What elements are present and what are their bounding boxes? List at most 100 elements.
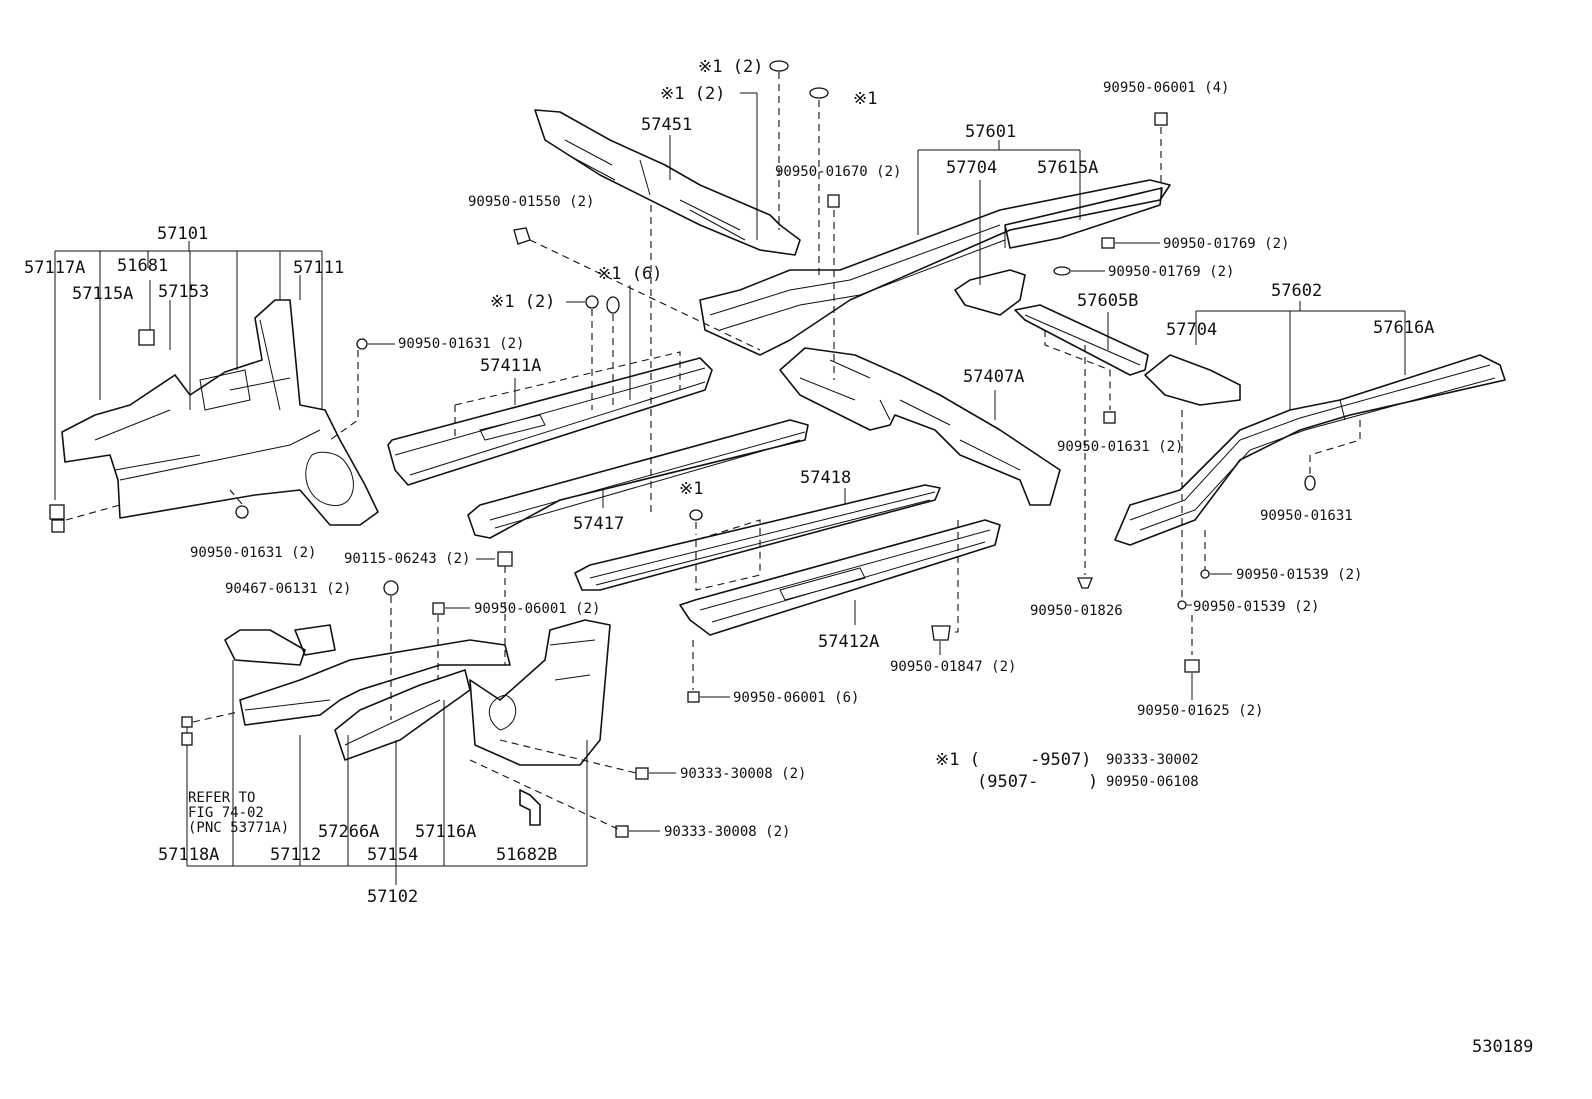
clip-51681	[138, 329, 155, 346]
plug-90950-01631-a	[356, 338, 368, 350]
label-mark-1-top: ※1	[853, 89, 877, 109]
note-row1-range: -9507)	[1030, 750, 1091, 770]
plug-90950-06001-4	[1154, 112, 1168, 126]
note-row1-part: 90333-30002	[1106, 752, 1199, 768]
bolt-90115-06243	[497, 551, 513, 567]
label-90950-01625: 90950-01625 (2)	[1137, 703, 1263, 719]
label-90950-01631-a: 90950-01631 (2)	[398, 336, 524, 352]
label-57418: 57418	[800, 468, 851, 488]
label-90467-06131: 90467-06131 (2)	[225, 581, 351, 597]
bolt-90950-01625	[1184, 659, 1200, 673]
dashed-box-57412A	[695, 519, 761, 591]
label-57605B: 57605B	[1077, 291, 1138, 311]
refer-note-line-2: FIG 74-02	[188, 805, 264, 821]
label-mark-1-2-b: ※1 (2)	[660, 84, 725, 104]
hole-plug-mark-1-mid	[689, 509, 703, 521]
label-57153: 57153	[158, 282, 209, 302]
label-57115A: 57115A	[72, 284, 133, 304]
plug-90950-01550	[513, 227, 531, 245]
bracket-57101	[54, 241, 323, 500]
hole-plug-mark-1-2-top	[769, 60, 789, 72]
part-57412A	[679, 519, 1001, 636]
part-57411A	[387, 357, 713, 486]
plug-90950-01631-c	[1103, 411, 1116, 424]
label-90950-01826: 90950-01826	[1030, 603, 1123, 619]
bracket-57102	[186, 660, 588, 885]
label-90950-01631-c: 90950-01631 (2)	[1057, 439, 1183, 455]
figure-number: 530189	[1472, 1037, 1533, 1057]
plug-90950-01769-b	[1053, 266, 1071, 276]
label-57704-b: 57704	[1166, 320, 1217, 340]
label-57266A: 57266A	[318, 822, 379, 842]
label-90950-01631-d: 90950-01631	[1260, 508, 1353, 524]
label-57411A: 57411A	[480, 356, 541, 376]
part-57418	[574, 484, 941, 591]
label-90950-01539-b: 90950-01539 (2)	[1193, 599, 1319, 615]
dashed-line-01847	[951, 520, 959, 633]
label-57118A: 57118A	[158, 845, 219, 865]
plug-90950-01670	[827, 194, 840, 208]
hole-plug-mark-1-2-c	[585, 295, 599, 309]
label-90950-01847: 90950-01847 (2)	[890, 659, 1016, 675]
note-row2-part: 90950-06108	[1106, 774, 1199, 790]
nut-90333-30008-a	[635, 767, 649, 780]
part-57102-assembly	[224, 619, 611, 766]
label-57602: 57602	[1271, 281, 1322, 301]
label-57616A: 57616A	[1373, 318, 1434, 338]
plug-90950-01847	[931, 625, 951, 641]
label-57111: 57111	[293, 258, 344, 278]
label-90333-30008-b: 90333-30008 (2)	[664, 824, 790, 840]
part-57602-assembly	[1114, 354, 1506, 546]
label-57704-a: 57704	[946, 158, 997, 178]
label-90950-06001-4: 90950-06001 (4)	[1103, 80, 1229, 96]
label-57101: 57101	[157, 224, 208, 244]
note-mark: ※1 (	[935, 750, 980, 770]
label-90950-01670: 90950-01670 (2)	[775, 164, 901, 180]
label-mark-1-2-c: ※1 (2)	[490, 292, 555, 312]
label-90950-01631-b: 90950-01631 (2)	[190, 545, 316, 561]
nut-90333-30008-b	[615, 825, 629, 838]
dashed-line-01631-a	[329, 350, 359, 441]
hole-plug-mark-1-top	[809, 87, 829, 99]
part-57101-assembly	[61, 299, 379, 526]
label-mark-1-2-top: ※1 (2)	[698, 57, 763, 77]
label-90115-06243: 90115-06243 (2)	[344, 551, 470, 567]
label-90950-01539-a: 90950-01539 (2)	[1236, 567, 1362, 583]
bolt-90950-01539-a	[1200, 569, 1210, 579]
hole-plug-mark-1-6	[606, 296, 620, 314]
clip-57118A-b	[181, 732, 193, 746]
bolt-90467-06131	[383, 580, 399, 596]
label-90950-06001-6: 90950-06001 (6)	[733, 690, 859, 706]
bolt-90950-01826	[1077, 577, 1093, 589]
label-90950-06001-2: 90950-06001 (2)	[474, 601, 600, 617]
bracket-57602	[1195, 301, 1406, 410]
bracket-51682B	[519, 789, 541, 826]
label-57112: 57112	[270, 845, 321, 865]
label-57451: 57451	[641, 115, 692, 135]
bolt-90950-01539-b	[1177, 600, 1187, 610]
part-57417	[467, 419, 809, 539]
refer-note-line-3: (PNC 53771A)	[188, 820, 289, 836]
label-57615A: 57615A	[1037, 158, 1098, 178]
label-57116A: 57116A	[415, 822, 476, 842]
plug-90950-01769-a	[1101, 237, 1115, 249]
label-90333-30008-a: 90333-30008 (2)	[680, 766, 806, 782]
label-51681: 51681	[117, 256, 168, 276]
clip-57117A-b	[51, 519, 65, 533]
dashed-line-30008	[469, 739, 637, 831]
part-57605B	[1014, 304, 1149, 376]
dashed-line-57118A	[192, 711, 239, 723]
label-57102: 57102	[367, 887, 418, 907]
part-57601-assembly	[699, 179, 1171, 356]
dashed-line-01550	[529, 239, 761, 351]
label-57407A: 57407A	[963, 367, 1024, 387]
leader-mark-1-2-b	[740, 92, 758, 240]
clip-57117A	[49, 504, 65, 520]
label-mark-1-mid: ※1	[679, 479, 703, 499]
clip-57118A	[181, 716, 193, 728]
refer-note-line-1: REFER TO	[188, 790, 255, 806]
note-row2-range-b: )	[1088, 772, 1098, 792]
part-57407A	[779, 347, 1061, 506]
label-57417: 57417	[573, 514, 624, 534]
